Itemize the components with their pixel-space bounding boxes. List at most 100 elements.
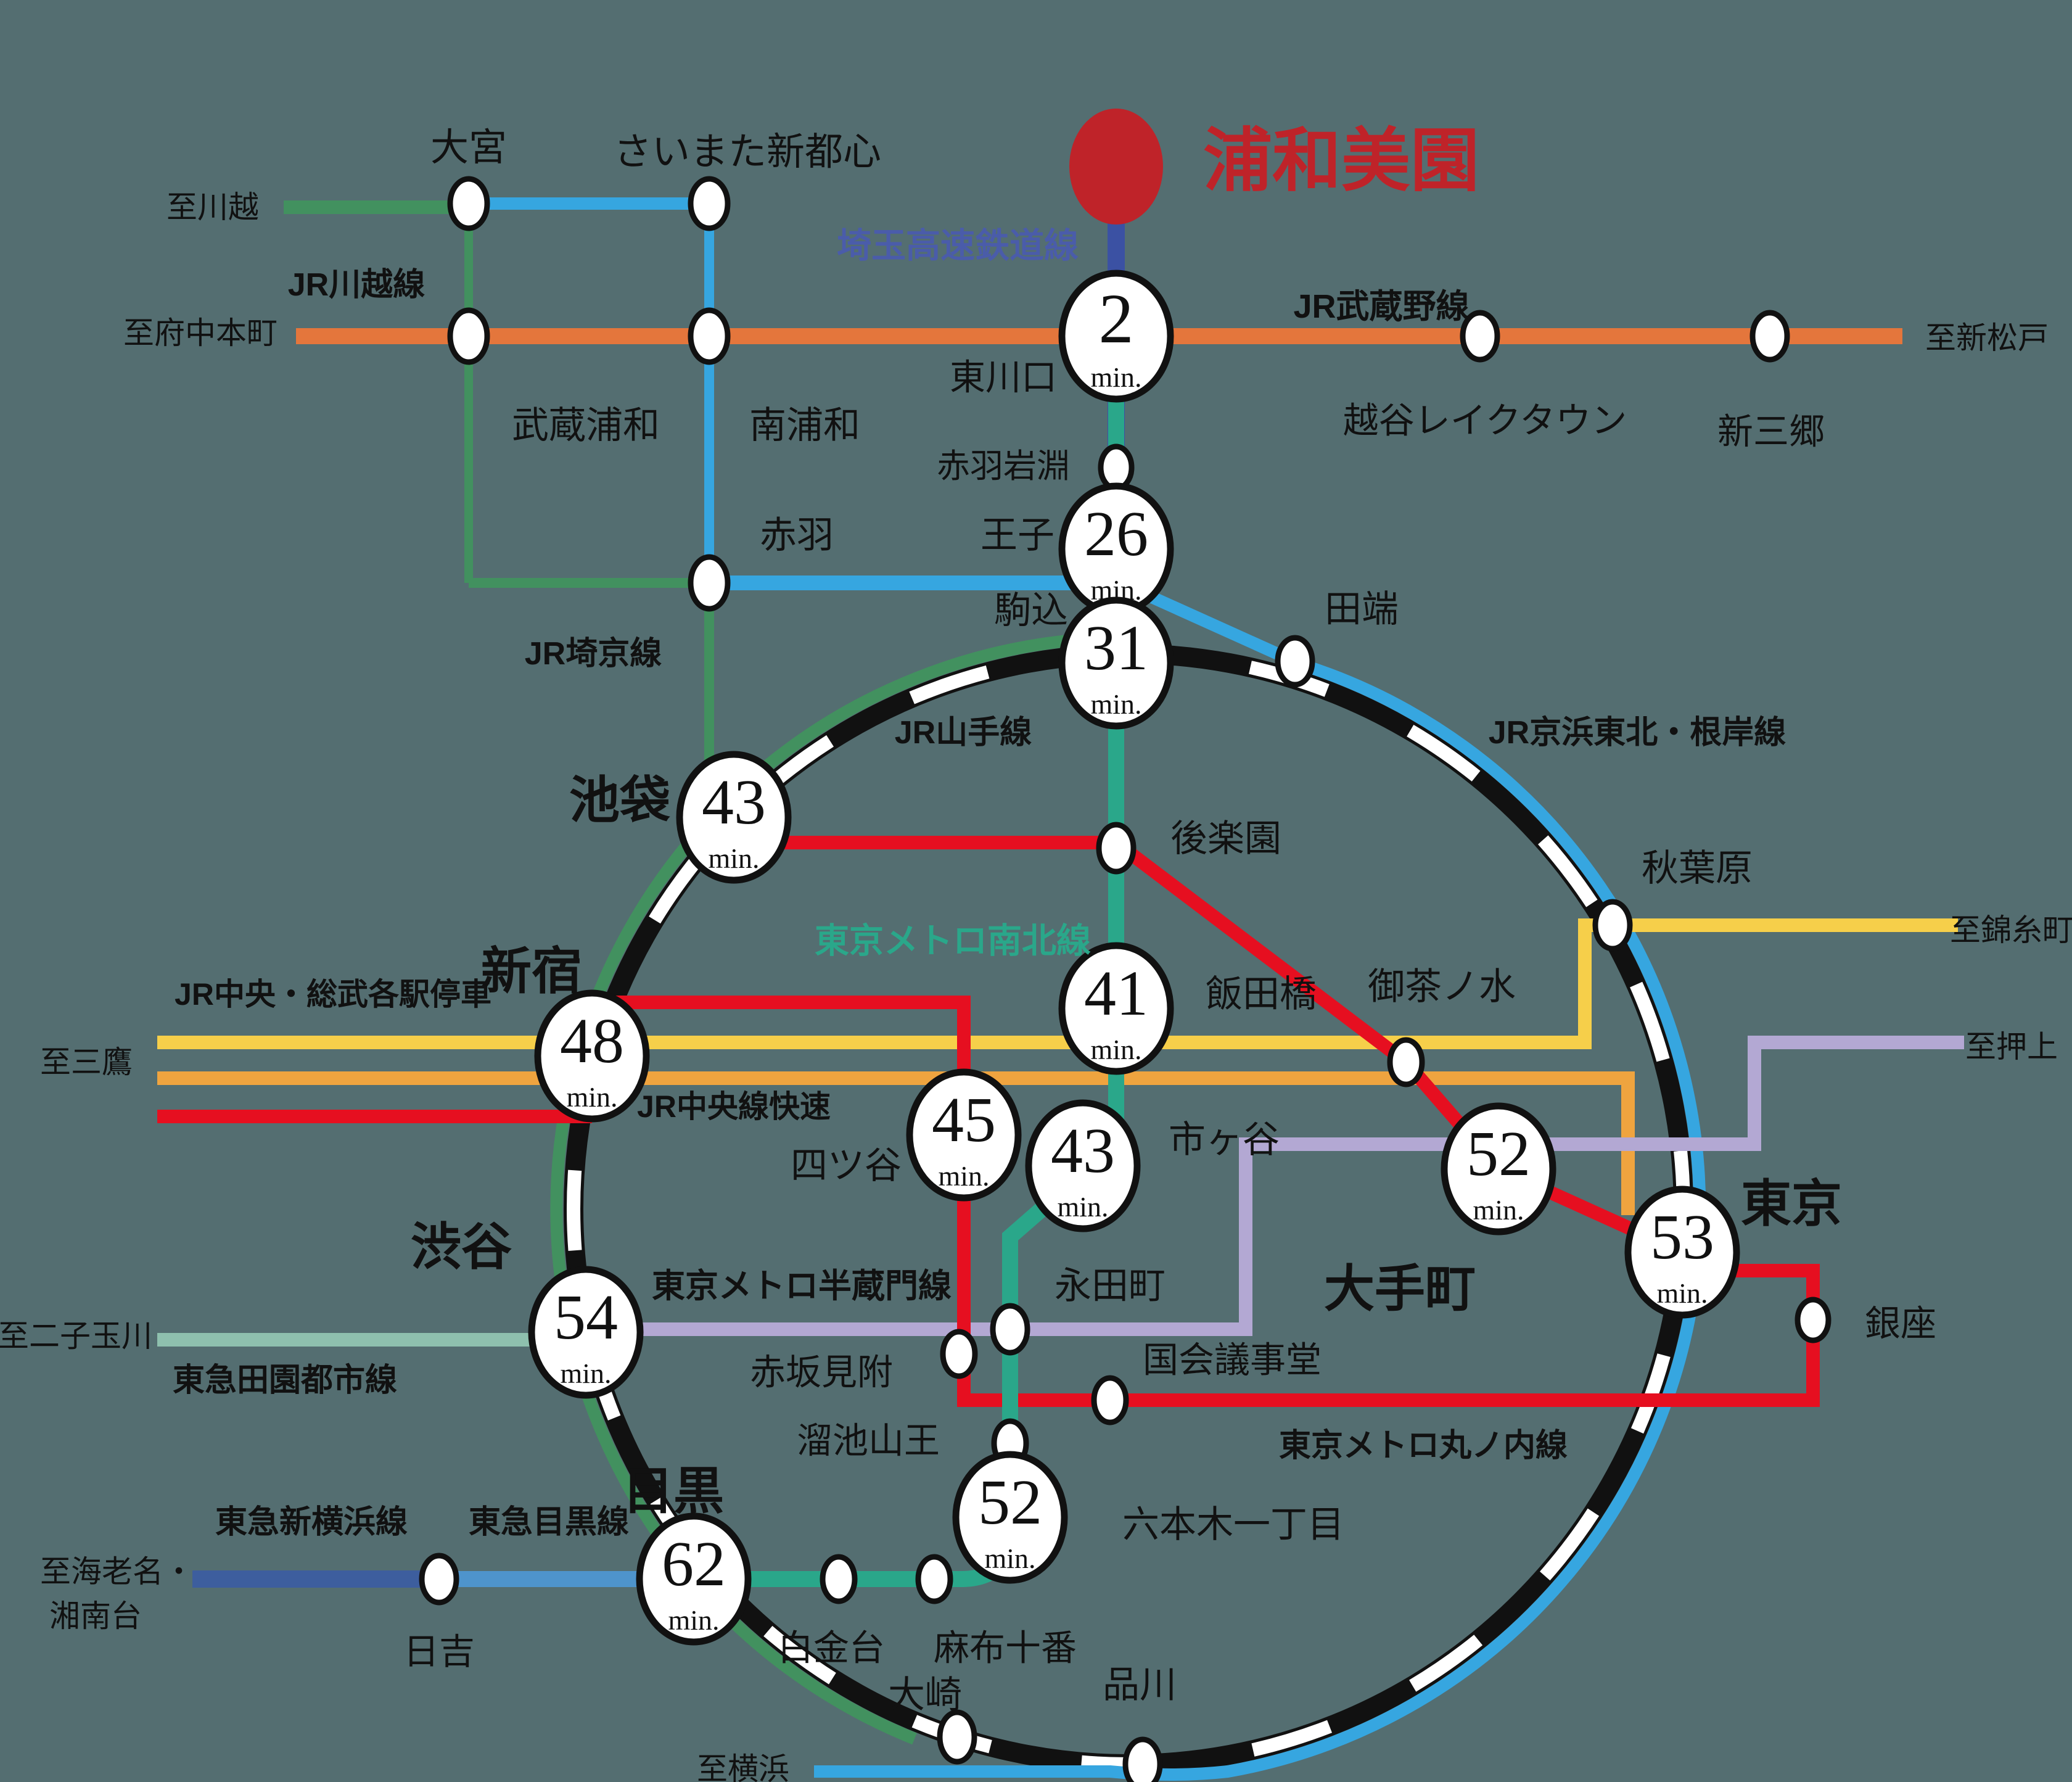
- label-jr-chuo-sobu-local: JR中央・総武各駅停車: [175, 977, 491, 1012]
- station-saitama-shintoshin[interactable]: [688, 176, 731, 231]
- label-shiji-shimmatsudo: 至新松戸: [1925, 321, 2049, 355]
- badge-yotsuya-minutes: 45: [932, 1084, 996, 1155]
- label-tokyo-metro-marunouchi-line: 東京メトロ丸ノ内線: [1279, 1428, 1568, 1464]
- label-otemachi-label: 大手町: [1324, 1261, 1476, 1318]
- badge-yotsuya-min-label: min.: [938, 1160, 989, 1192]
- station-minami-urawa[interactable]: [688, 307, 731, 365]
- label-tokyu-denentoshi-line: 東急田園都市線: [173, 1363, 397, 1398]
- badge-tokyo-minutes: 53: [1650, 1202, 1714, 1273]
- label-shonandai: 湘南台: [49, 1599, 142, 1633]
- badge-tokyo-min-label: min.: [1656, 1277, 1708, 1309]
- label-saitama-rapid-line: 埼玉高速鉄道線: [837, 226, 1079, 265]
- station-osaki[interactable]: [937, 1709, 977, 1765]
- badge-komagome-circle[interactable]: [1058, 596, 1174, 730]
- label-jr-saikyo-line: JR埼京線: [525, 636, 662, 672]
- station-akabane[interactable]: [688, 554, 731, 612]
- label-shiji-kawagoe: 至川越: [166, 190, 259, 225]
- badge-meguro-circle[interactable]: [636, 1512, 752, 1646]
- label-minami-urawa-label: 南浦和: [749, 405, 860, 446]
- badge-shibuya-circle[interactable]: [528, 1266, 644, 1399]
- label-jr-kawagoe-line: JR川越線: [288, 267, 425, 303]
- station-nagatacho[interactable]: [990, 1303, 1030, 1356]
- label-korakuen-label: 後楽園: [1170, 819, 1281, 859]
- line-keihin-tohoku-arc: [814, 658, 1706, 1781]
- station-musashi-urawa[interactable]: [447, 307, 490, 365]
- label-omiya-label: 大宮: [430, 127, 507, 169]
- badge-shibuya[interactable]: 54 min.: [528, 1266, 644, 1399]
- station-ginza[interactable]: [1794, 1297, 1832, 1343]
- badge-roppongi-itchome-circle[interactable]: [952, 1451, 1068, 1584]
- station-akasaka-mitsuke[interactable]: [940, 1329, 978, 1379]
- label-tameike-sanno-label: 溜池山王: [797, 1421, 940, 1461]
- station-shinagawa[interactable]: [1122, 1736, 1163, 1782]
- station-azabu-juban[interactable]: [915, 1554, 953, 1604]
- label-shiji-yokohama: 至横浜: [697, 1752, 789, 1782]
- label-nagatacho-label: 永田町: [1054, 1266, 1166, 1306]
- label-shiji-futako-tamagawa: 至二子玉川: [0, 1319, 152, 1353]
- station-hiyoshi[interactable]: [419, 1553, 459, 1606]
- station-shin-misato[interactable]: [1749, 310, 1790, 363]
- station-shirokanedai[interactable]: [820, 1554, 858, 1604]
- station-omiya[interactable]: [447, 176, 490, 231]
- label-jr-keihin-tohoku-line: JR京浜東北・根岸線: [1489, 715, 1786, 751]
- badge-otemachi-minutes: 52: [1466, 1118, 1531, 1189]
- label-tabata-label: 田端: [1325, 589, 1399, 630]
- station-tabata[interactable]: [1275, 635, 1315, 688]
- badge-ichigaya-circle[interactable]: [1025, 1099, 1141, 1232]
- label-hiyoshi-label: 日吉: [403, 1632, 475, 1672]
- badge-shinjuku-min-label: min.: [566, 1081, 617, 1113]
- badge-tokyo[interactable]: 53 min.: [1624, 1186, 1740, 1319]
- line-chuo-rapid: [157, 1071, 1635, 1215]
- badge-tokyo-circle[interactable]: [1624, 1186, 1740, 1319]
- label-ochanomizu-label: 御茶ノ水: [1368, 967, 1516, 1007]
- badge-yotsuya-circle[interactable]: [906, 1068, 1022, 1202]
- station-kokkai-gijido[interactable]: [1091, 1375, 1129, 1425]
- badge-shibuya-minutes: 54: [554, 1282, 618, 1353]
- badge-meguro-minutes: 62: [662, 1528, 726, 1599]
- badge-shinjuku-circle[interactable]: [534, 989, 650, 1123]
- station-akihabara[interactable]: [1592, 899, 1633, 952]
- badge-iidabashi-circle[interactable]: [1058, 942, 1174, 1075]
- badge-shibuya-min-label: min.: [560, 1358, 611, 1389]
- badge-ikebukuro-minutes: 43: [702, 767, 766, 838]
- label-iidabashi-label: 飯田橋: [1206, 974, 1317, 1015]
- label-oji-label: 王子: [980, 515, 1054, 556]
- badge-iidabashi-min-label: min.: [1090, 1034, 1141, 1065]
- label-higashi-kawaguchi-label: 東川口: [950, 358, 1057, 398]
- badge-higashi-kawaguchi-circle[interactable]: [1058, 270, 1174, 403]
- station-korakuen[interactable]: [1096, 822, 1137, 875]
- badge-higashi-kawaguchi-minutes: 2: [1099, 279, 1134, 358]
- label-akasaka-mitsuke-label: 赤坂見附: [750, 1353, 893, 1393]
- badge-komagome-min-label: min.: [1090, 688, 1141, 720]
- label-tokyu-shinyokohama-line: 東急新横浜線: [215, 1504, 408, 1540]
- station-ochanomizu[interactable]: [1387, 1037, 1425, 1087]
- label-meguro-label: 目黒: [623, 1464, 724, 1520]
- label-shiji-kinshicho: 至錦糸町: [1950, 913, 2072, 947]
- label-akihabara-label: 秋葉原: [1642, 848, 1753, 889]
- label-komagome-label: 駒込: [994, 590, 1068, 631]
- station-urawa-misono[interactable]: [1069, 109, 1163, 225]
- badge-otemachi-circle[interactable]: [1441, 1102, 1556, 1235]
- station-akabane-iwabuchi[interactable]: [1098, 443, 1135, 492]
- badge-ikebukuro-circle[interactable]: [676, 751, 792, 884]
- label-jr-chuo-rapid: JR中央線快速: [637, 1089, 831, 1124]
- badge-yotsuya[interactable]: 45 min.: [906, 1068, 1022, 1202]
- label-saitama-shintoshin-label: さいまた新都心: [614, 131, 881, 173]
- badge-higashi-kawaguchi-min-label: min.: [1090, 361, 1141, 393]
- station-koshigaya-laketown[interactable]: [1460, 310, 1500, 363]
- label-ginza-label: 銀座: [1865, 1304, 1936, 1344]
- label-shiji-ebina: 至海老名・: [40, 1554, 194, 1589]
- badge-roppongi-itchome-minutes: 52: [978, 1467, 1042, 1538]
- line-sobu-local: [157, 918, 1958, 1049]
- label-roppongi-itchome-label: 六本木一丁目: [1122, 1504, 1344, 1545]
